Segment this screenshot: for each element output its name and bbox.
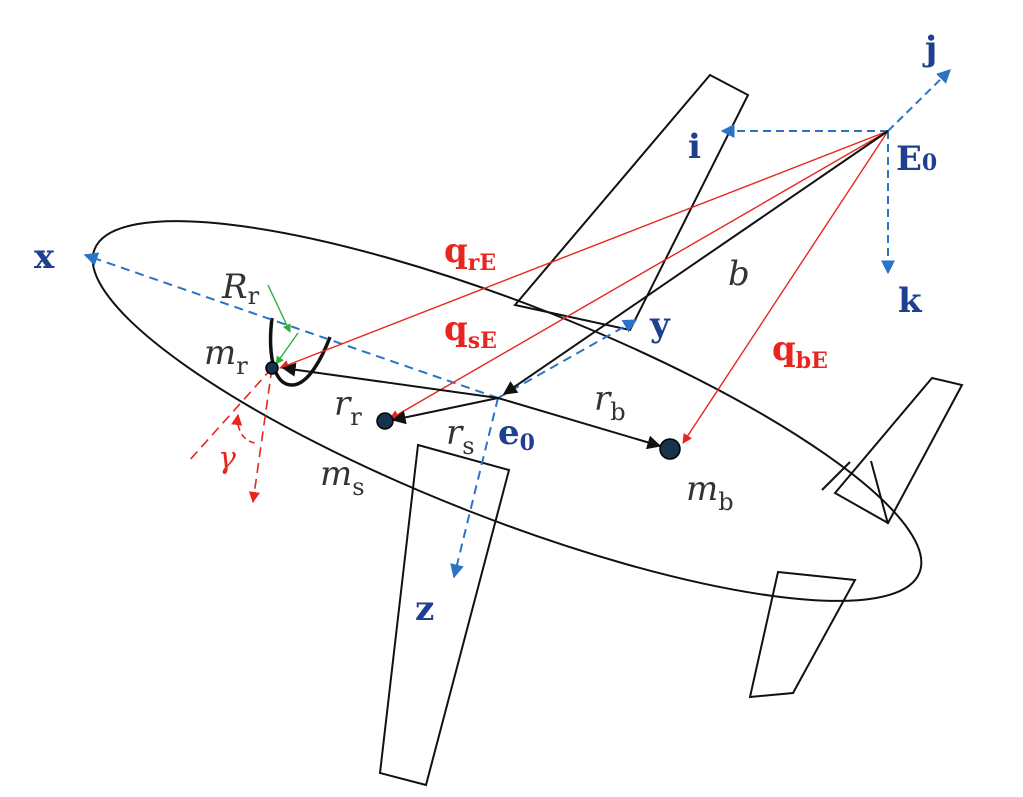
label-q-bE: qbE (772, 329, 828, 374)
right-tail-plane (833, 376, 964, 525)
label-q-rE: qrE (444, 231, 496, 276)
gamma-arc (231, 413, 257, 444)
label-R-r: Rr (221, 267, 260, 310)
label-origin-e0: e0 (498, 413, 535, 456)
label-axis-y: y (649, 305, 671, 345)
mass-point-s (376, 412, 394, 430)
body-axis-y (497, 319, 638, 399)
label-axis-i: i (688, 127, 701, 167)
fin-edge-lower (870, 460, 889, 525)
label-m-r: mr (204, 333, 248, 380)
vector-q-bE (682, 130, 889, 444)
body-frame (83, 252, 638, 579)
lower-wing (378, 443, 511, 787)
label-b: b (728, 254, 750, 294)
rudder-radius-leader (267, 284, 291, 333)
mass-point-b (659, 438, 681, 460)
label-gamma: γ (218, 441, 236, 476)
fuselage (91, 220, 923, 602)
earth-frame (720, 69, 951, 275)
label-r-r: rr (334, 384, 362, 431)
label-axis-k: k (898, 281, 923, 321)
upper-wing (513, 73, 750, 332)
vector-r-rudder (281, 362, 499, 399)
body-axis-z (450, 397, 499, 579)
rudder-angle (187, 367, 273, 504)
airframe (91, 73, 964, 787)
vector-r-b (497, 397, 662, 450)
label-axis-z: z (415, 589, 434, 629)
label-r-b: rb (594, 379, 626, 426)
vector-q-rE (279, 130, 889, 370)
rudder-curve (268, 317, 332, 387)
red-position-vectors (279, 130, 889, 444)
label-q-sE: qsE (444, 309, 497, 354)
rudder-deflected-line (248, 367, 273, 504)
rudder-radius (267, 284, 299, 365)
mass-point-r (265, 361, 279, 375)
label-axis-x: x (34, 237, 55, 277)
label-m-s: ms (320, 454, 365, 501)
label-m-b: mb (686, 469, 734, 516)
earth-axis-j (887, 69, 951, 132)
rudder-radius-line (275, 332, 299, 365)
label-axis-j: j (922, 29, 937, 69)
left-tail-plane (748, 570, 857, 699)
black-vectors (281, 130, 889, 450)
vector-q-sE (389, 130, 889, 420)
label-r-s: rs (446, 413, 475, 460)
label-origin-E0: E0 (896, 139, 937, 179)
vector-b (502, 130, 889, 395)
body-axis-x (83, 252, 499, 399)
rudder-chord-line (187, 367, 273, 463)
fin-edge-upper (821, 461, 851, 491)
vector-r-r (391, 397, 499, 425)
